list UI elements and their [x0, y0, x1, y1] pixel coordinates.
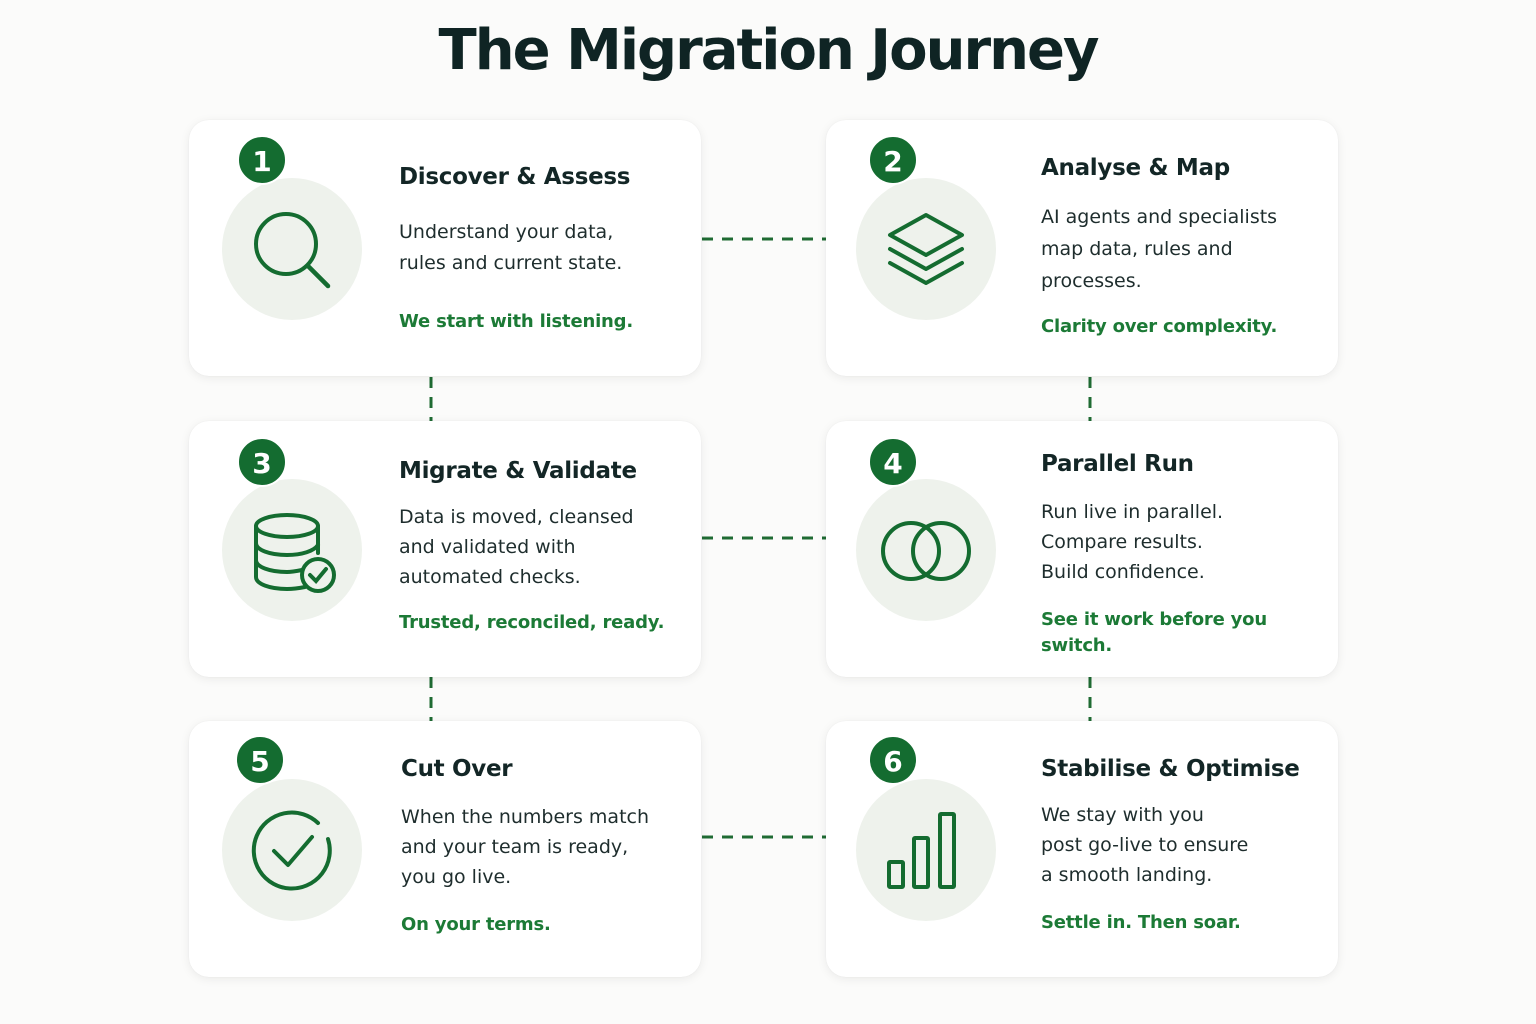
check-circle-icon — [251, 810, 332, 891]
step-tagline: Trusted, reconciled, ready. — [399, 612, 665, 633]
step-number-badge: 6 — [868, 735, 918, 785]
step-card-5: 5 Cut Over When the numbers match and yo… — [189, 721, 701, 977]
step-number-badge: 1 — [237, 135, 287, 185]
database-check-icon — [254, 513, 336, 593]
step-tagline: On your terms. — [401, 914, 551, 935]
icon-circle — [856, 779, 996, 921]
step-tagline: Settle in. Then soar. — [1041, 912, 1241, 933]
step-number-badge: 3 — [237, 437, 287, 487]
step-card-4: 4 Parallel Run Run live in parallel. Com… — [826, 421, 1338, 677]
icon-circle — [856, 178, 996, 320]
step-tagline: See it work before you switch. — [1041, 609, 1267, 656]
icon-circle — [222, 779, 362, 921]
step-number-badge: 4 — [868, 437, 918, 487]
step-description: When the numbers match and your team is … — [401, 806, 650, 888]
bar-chart-icon — [887, 812, 956, 889]
icon-circle — [222, 178, 362, 320]
step-description: AI agents and specialists map data, rule… — [1041, 206, 1278, 292]
step-card-1: 1 Discover & Assess Understand your data… — [189, 120, 701, 376]
step-number-badge: 5 — [235, 735, 285, 785]
step-title: Discover & Assess — [399, 164, 631, 190]
step-title: Analyse & Map — [1041, 155, 1230, 181]
step-card-6: 6 Stabilise & Optimise We stay with you … — [826, 721, 1338, 977]
step-tagline: We start with listening. — [399, 311, 633, 332]
step-tagline: Clarity over complexity. — [1041, 316, 1278, 337]
icon-circle — [856, 479, 996, 621]
step-number-badge: 2 — [868, 135, 918, 185]
step-title: Stabilise & Optimise — [1041, 756, 1300, 782]
step-title: Cut Over — [401, 756, 513, 782]
step-card-3: 3 Migrate & Validate Data is moved, clea… — [189, 421, 701, 677]
step-title: Parallel Run — [1041, 451, 1194, 477]
page-title: The Migration Journey — [438, 18, 1100, 83]
layers-icon — [888, 213, 964, 285]
step-description: We stay with you post go-live to ensure … — [1041, 804, 1249, 886]
overlapping-circles-icon — [881, 521, 971, 581]
step-description: Data is moved, cleansed and validated wi… — [399, 506, 634, 588]
step-description: Understand your data, rules and current … — [399, 221, 623, 274]
step-description: Run live in parallel. Compare results. B… — [1041, 501, 1224, 583]
step-title: Migrate & Validate — [399, 458, 637, 484]
step-card-2: 2 Analyse & Map AI agents and specialist… — [826, 120, 1338, 376]
search-icon — [254, 212, 331, 289]
icon-circle — [222, 479, 362, 621]
